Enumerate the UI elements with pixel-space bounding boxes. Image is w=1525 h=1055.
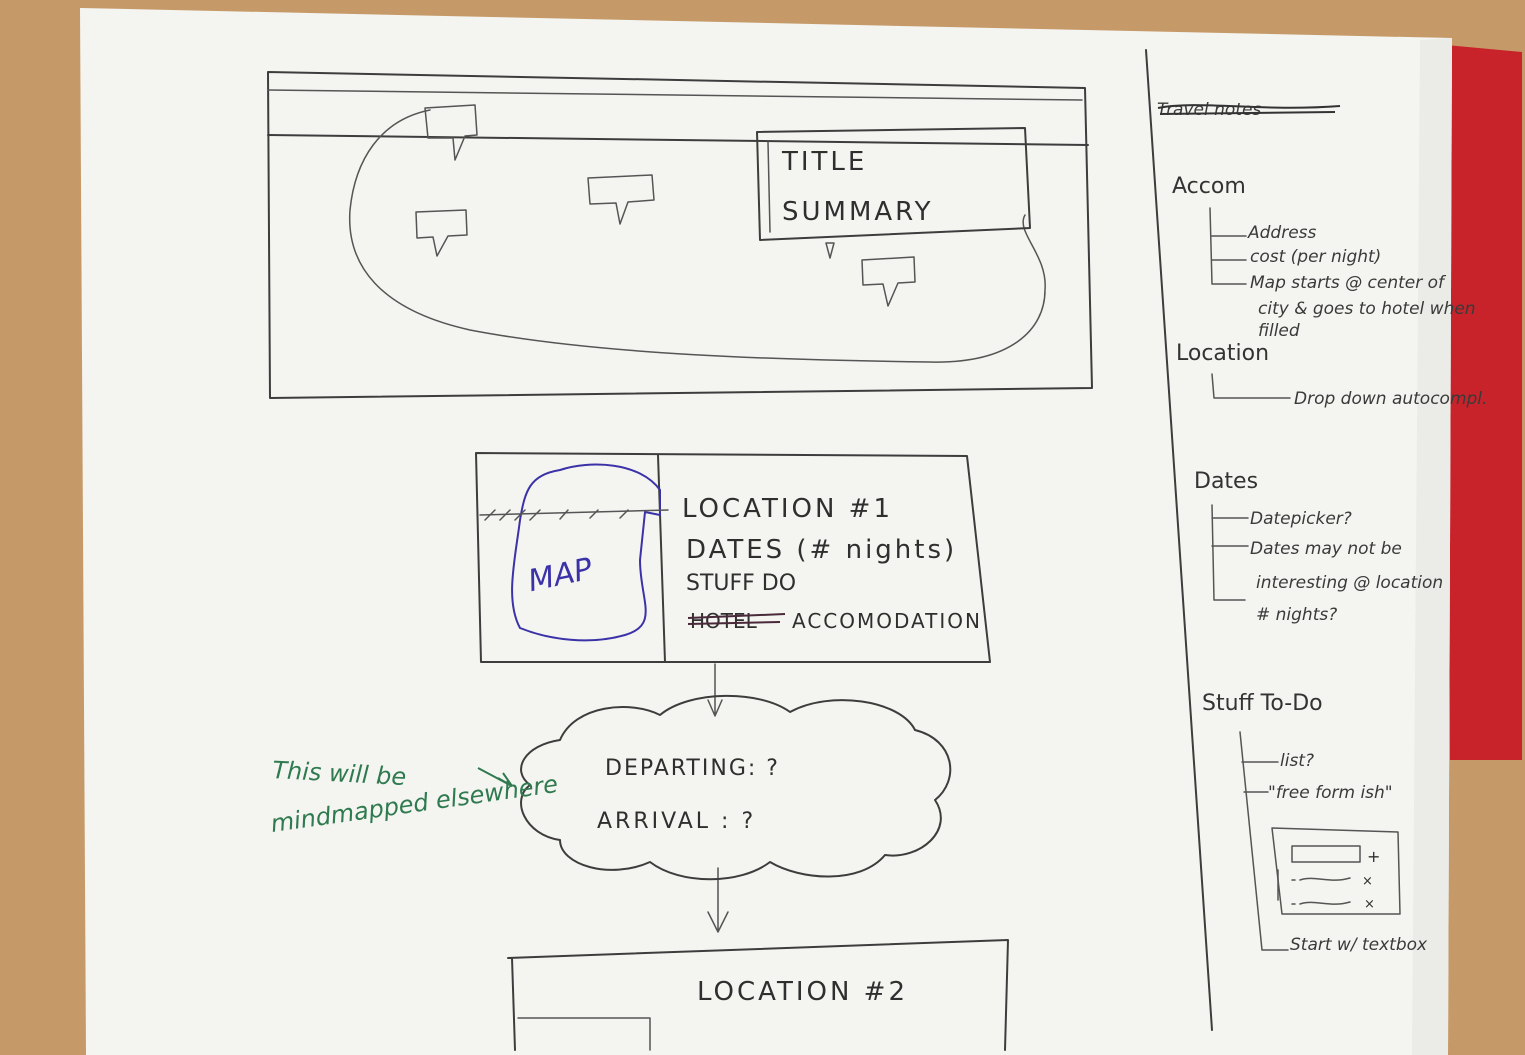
strike-through-scribble [687, 613, 786, 625]
location-tree [1211, 373, 1291, 399]
location-item: Drop down autocompl. [1294, 389, 1487, 409]
map-pin-icon [424, 104, 478, 161]
accom-item: Address [1247, 223, 1317, 243]
mini-map-hatching [484, 509, 629, 521]
todo-mini-wireframe: + × × [1271, 827, 1401, 915]
location-card-2: LOCATION #2 [507, 939, 1009, 1051]
mini-map-outline [511, 463, 661, 642]
accom-tree [1209, 207, 1247, 285]
accommodation-field: ACCOMODATION [792, 609, 982, 633]
header-divider [267, 134, 1089, 146]
accom-item: cost (per night) [1250, 247, 1381, 267]
location-name-field: LOCATION #1 [682, 494, 893, 524]
dates-item: Dates may not be [1250, 539, 1402, 559]
margin-rule [1145, 49, 1213, 1031]
remove-icon: × [1364, 897, 1375, 912]
mini-list-lines [1291, 877, 1351, 905]
stuff-do-field: STUFF DO [686, 571, 796, 596]
mini-map-bar [479, 509, 669, 516]
remove-icon: × [1362, 874, 1373, 889]
location-2-title: LOCATION #2 [697, 977, 908, 1007]
browser-frame [267, 71, 1093, 399]
browser-bar-line [267, 89, 1083, 101]
location-card-frame [475, 452, 991, 663]
dates-item: interesting @ location [1256, 573, 1443, 593]
struck-heading: Travel notes [1157, 100, 1261, 120]
departing-label: DEPARTING: ? [605, 756, 780, 781]
popup-left-rule [767, 141, 771, 233]
dates-item: Datepicker? [1250, 509, 1352, 529]
dates-item: # nights? [1256, 605, 1337, 625]
info-popup: TITLE SUMMARY [756, 127, 1031, 241]
paper-shadow [1412, 38, 1452, 1055]
arrow-down-icon [707, 663, 723, 717]
main-map-wireframe: TITLE SUMMARY [267, 71, 1093, 399]
arrival-label: ARRIVAL : ? [597, 809, 756, 834]
todo-item: "free form ish" [1268, 783, 1393, 803]
map-pin-icon [861, 256, 916, 307]
red-folder-edge [1446, 45, 1522, 760]
location-card: MAP LOCATION #1 DATES (# nights) STUFF D… [475, 452, 991, 663]
todo-item: Start w/ textbox [1290, 935, 1428, 955]
plus-icon: + [1367, 847, 1380, 866]
map-pin-icon [415, 209, 468, 257]
location-heading: Location [1176, 341, 1269, 366]
dates-heading: Dates [1194, 469, 1258, 494]
todo-tree [1239, 731, 1289, 951]
dates-field: DATES (# nights) [686, 535, 957, 565]
struck-heading-scribble [1157, 104, 1341, 115]
accom-item: city & goes to hotel when [1258, 299, 1476, 319]
accom-heading: Accom [1172, 174, 1246, 199]
map-pin-icon [825, 242, 835, 259]
todo-heading: Stuff To-Do [1202, 691, 1323, 716]
paper-sheet [80, 8, 1452, 1055]
transit-cloud: DEPARTING: ? ARRIVAL : ? [520, 694, 952, 881]
todo-item: list? [1280, 751, 1314, 771]
struck-hotel-word: HOTEL [690, 609, 758, 633]
popup-title: TITLE [781, 147, 867, 177]
map-pin-icon [587, 174, 655, 225]
region-outline [348, 109, 1046, 363]
green-arrow-icon [477, 767, 513, 787]
popup-summary: SUMMARY [782, 197, 933, 227]
mini-textbox [1291, 845, 1361, 863]
dates-tree [1211, 504, 1249, 601]
accom-item: Map starts @ center of [1250, 273, 1447, 293]
accom-item: filled [1258, 321, 1300, 341]
notes-column: Travel notes Accom Address cost (per nig… [1157, 100, 1487, 955]
